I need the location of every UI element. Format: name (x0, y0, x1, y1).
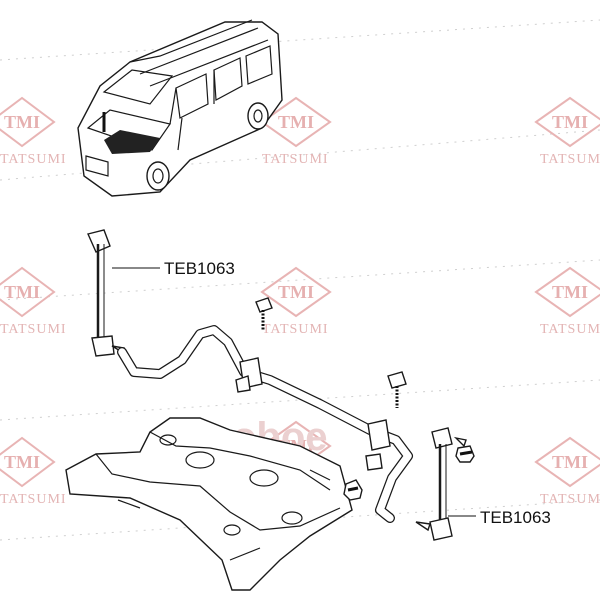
watermark-logo: TMI TATSUMI (0, 436, 67, 507)
watermark-brand-text: TATSUMI (540, 492, 600, 507)
watermark-logo-text: TMI (4, 452, 40, 472)
van-illustration (77, 19, 283, 197)
nut-right (455, 445, 475, 463)
stabilizer-link-right (415, 427, 467, 541)
watermark-logo-text: TMI (4, 282, 40, 302)
nut-lower (343, 479, 363, 501)
stabilizer-bar (117, 325, 413, 523)
watermark-brand-text: TATSUMI (262, 322, 329, 337)
watermark-logo: TMI TATSUMI (0, 96, 67, 167)
watermark-logo: TMI TATSUMI (0, 266, 67, 337)
watermark-logo-text: TMI (552, 112, 588, 132)
watermark-logo-text: TMI (278, 112, 314, 132)
stabilizer-link-left (87, 229, 126, 357)
watermark-logos: TMI TATSUMI TMI TATSUMI TMI TATSUMI TMI … (0, 96, 600, 507)
watermark-logo: TMI TATSUMI (534, 96, 600, 167)
part-label-upper: TEB1063 (164, 259, 235, 278)
watermark-brand-text: TATSUMI (262, 152, 329, 167)
watermark-logo-text: TMI (552, 282, 588, 302)
bolt-upper (255, 297, 273, 330)
watermark-logo: TMI TATSUMI (260, 266, 332, 337)
bolt-right (387, 371, 407, 408)
watermark-brand-text: TATSUMI (540, 152, 600, 167)
watermark-logo-text: TMI (4, 112, 40, 132)
subframe (65, 417, 353, 591)
watermark-brand-text: TATSUMI (540, 322, 600, 337)
watermark-brand-text: TATSUMI (0, 152, 67, 167)
watermark-logo-text: TMI (278, 282, 314, 302)
watermark-logo: TMI TATSUMI (260, 96, 332, 167)
part-label-lower: TEB1063 (480, 508, 551, 527)
watermark-logo-text: TMI (552, 452, 588, 472)
watermark-logo: TMI TATSUMI (534, 266, 600, 337)
watermark-brand-text: TATSUMI (0, 492, 67, 507)
watermark-brand-text: TATSUMI (0, 322, 67, 337)
watermark-logo: TMI TATSUMI (534, 436, 600, 507)
